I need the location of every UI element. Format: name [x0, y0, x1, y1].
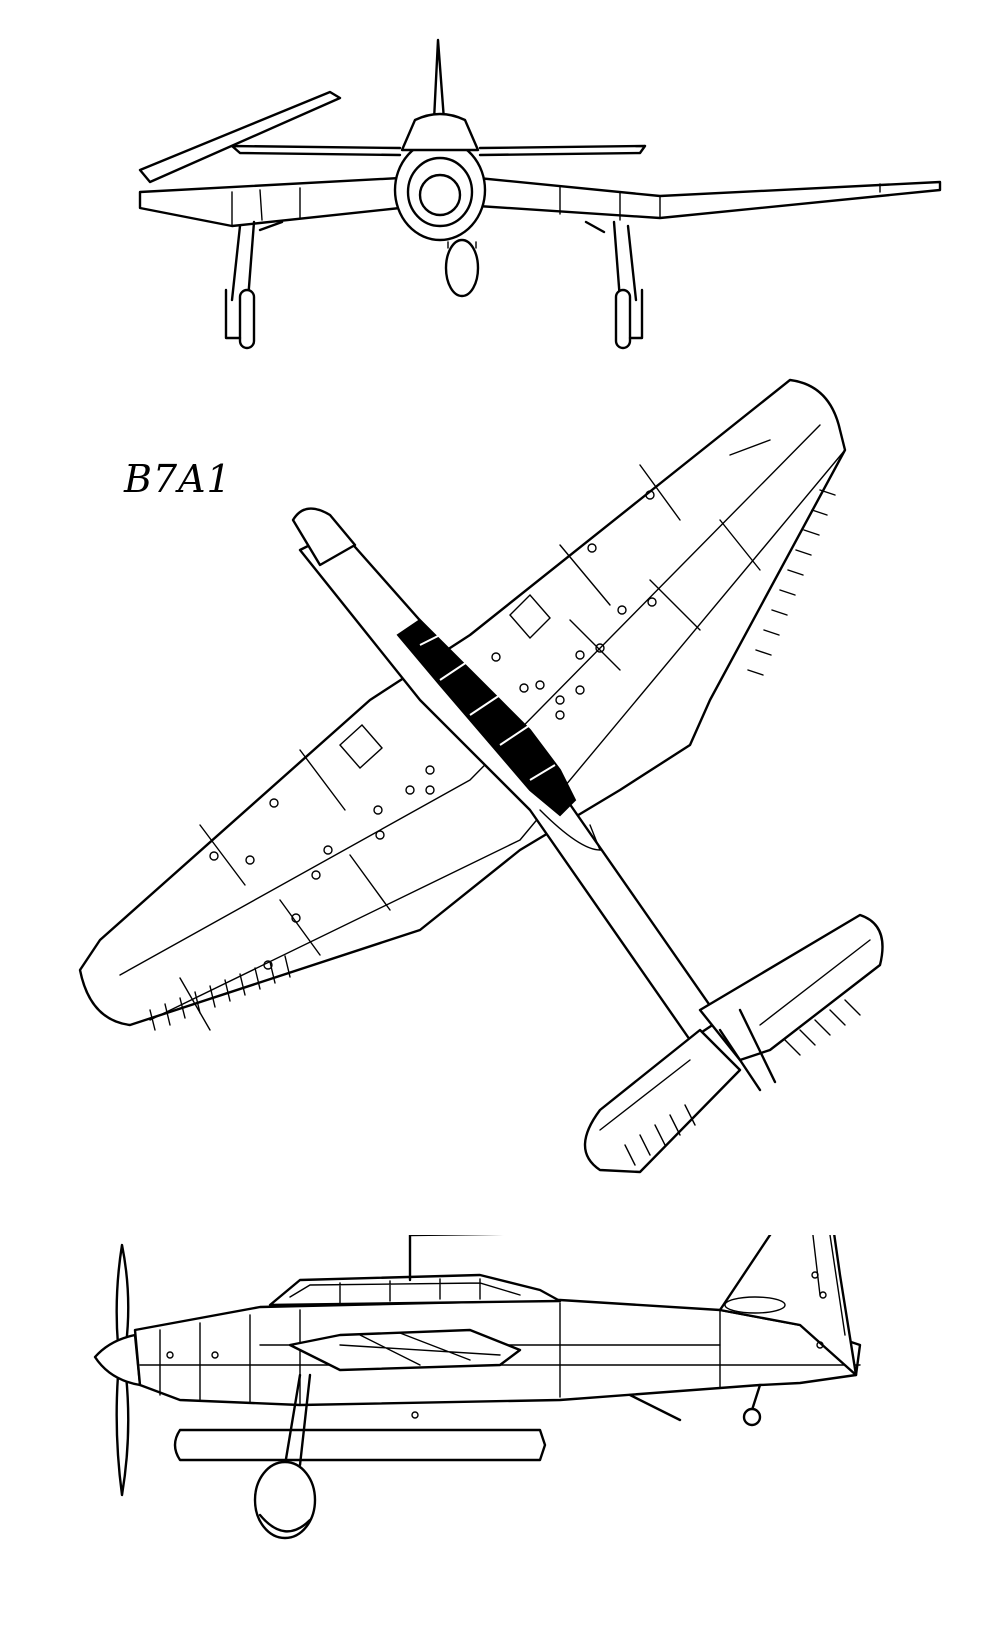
- front-view-drawing: [138, 38, 942, 350]
- top-view-drawing: [78, 378, 884, 1174]
- side-view-drawing: [93, 1235, 862, 1540]
- top-view: [0, 370, 1000, 1235]
- designation-label: B7A1: [124, 457, 232, 501]
- side-view: [0, 1235, 1000, 1635]
- front-view: [0, 0, 1000, 370]
